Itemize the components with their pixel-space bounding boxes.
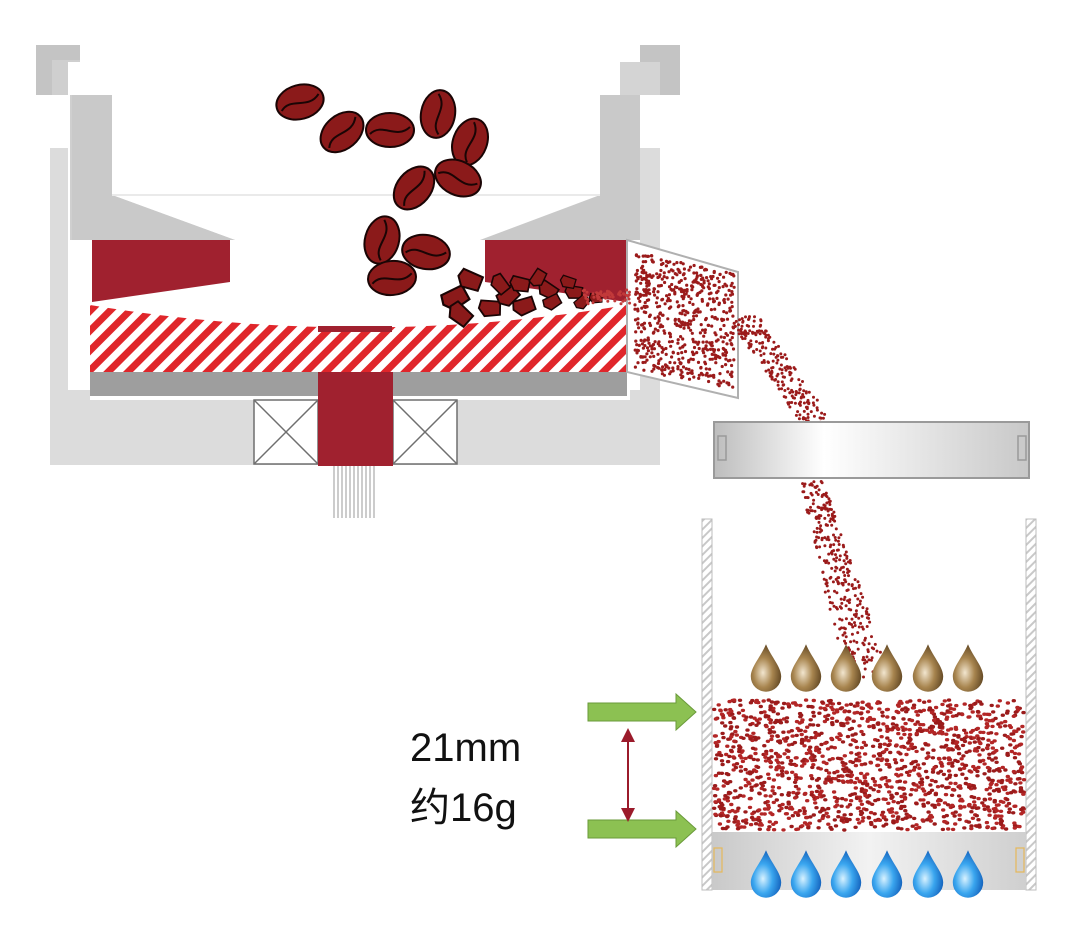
coffee-bean-icon <box>365 112 415 148</box>
drive-shaft <box>318 372 393 466</box>
coffee-drop-icon <box>750 644 782 692</box>
coffee-bed <box>711 698 1027 832</box>
coffee-bean-icon <box>271 78 329 126</box>
coffee-drop-icon <box>912 644 944 692</box>
arrow-right-icon <box>587 809 697 849</box>
chamber-wall-left <box>701 518 713 891</box>
dose-weight-label: 约16g <box>410 786 517 830</box>
coffee-bean-icon <box>365 257 419 299</box>
lower-burr <box>90 305 627 372</box>
ground-coffee <box>581 253 827 426</box>
brew-chamber <box>701 518 1037 898</box>
bed-height-label: 21mm <box>410 726 522 770</box>
coffee-bean-icon <box>358 211 406 269</box>
chamber-wall-right <box>1025 518 1037 891</box>
double-arrow-icon <box>621 728 635 822</box>
bed-height-annotation <box>587 692 697 849</box>
bearing-right <box>392 399 458 465</box>
grinder <box>36 45 739 518</box>
dosing-ring <box>713 421 1030 479</box>
coffee-drop-icon <box>952 644 984 692</box>
bearing-left <box>253 399 319 465</box>
coffee-bean-icon <box>416 86 460 142</box>
whole-beans <box>271 78 496 299</box>
motor-coupling <box>333 466 375 518</box>
arrow-right-icon <box>587 692 697 732</box>
coffee-bean-icon <box>311 102 373 162</box>
coffee-drop-icon <box>830 644 862 692</box>
upper-burr-left <box>92 240 230 302</box>
coffee-drop-icon <box>790 644 822 692</box>
coffee-bean-icon <box>384 157 444 219</box>
